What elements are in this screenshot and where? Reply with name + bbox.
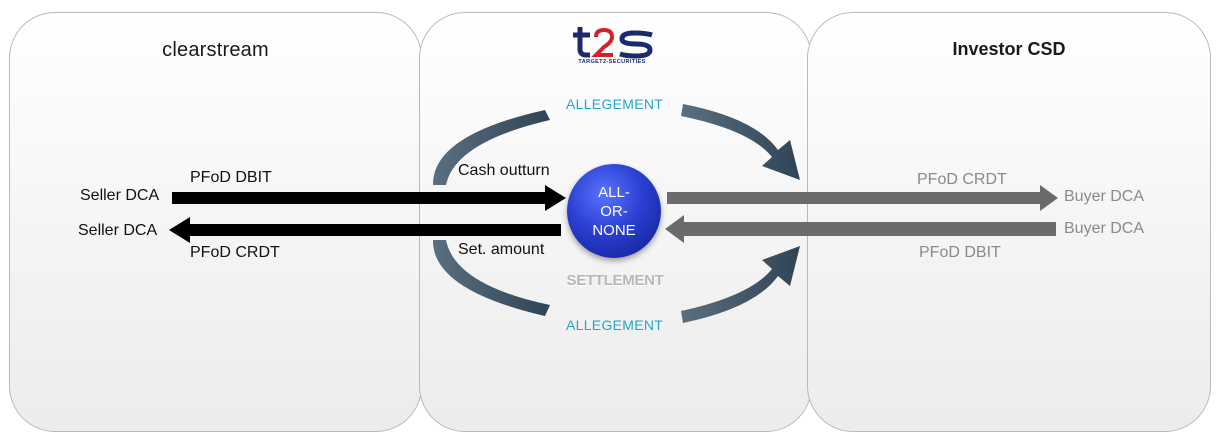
settlement-label: SETTLEMENT [566,272,664,289]
aon-line-1: ALL- [598,183,630,201]
seller-dca-top-label: Seller DCA [80,187,160,204]
pfod-dbit-arrow-left [172,185,566,211]
pfod-dbit-right-label: PFoD DBIT [919,244,1001,261]
pfod-crdt-right-label: PFoD CRDT [917,171,1007,188]
seller-dca-bottom-label: Seller DCA [78,222,158,239]
all-or-none-circle: ALL- OR- NONE [567,164,661,258]
curve-bottom-right [681,246,800,323]
pfod-crdt-arrow-right [667,185,1058,211]
aon-line-2: OR- [600,202,628,220]
curve-bottom-left [432,240,550,316]
flow-arrows [169,104,1058,323]
pfod-crdt-left-label: PFoD CRDT [190,244,280,261]
t2s-logo-subtitle: TARGET2-SECURITIES [578,59,646,65]
allegement-top-label: ALLEGEMENT [566,96,664,112]
clearstream-panel: clearstream [9,12,422,432]
allegement-bottom-label: ALLEGEMENT [566,317,664,333]
pfod-dbit-left-label: PFoD DBIT [190,169,272,186]
buyer-dca-bottom-label: Buyer DCA [1064,220,1145,237]
cash-outturn-label: Cash outturn [458,162,550,179]
clearstream-title: clearstream [162,39,269,61]
investor-csd-title: Investor CSD [952,39,1066,59]
curve-top-left [432,110,550,185]
pfod-dbit-arrow-right [665,215,1056,243]
t2s-logo [573,27,653,59]
buyer-dca-top-label: Buyer DCA [1064,188,1145,205]
pfod-crdt-arrow-left [169,217,561,243]
aon-line-3: NONE [592,221,636,239]
curve-top-right [681,104,800,180]
set-amount-label: Set. amount [458,241,545,258]
